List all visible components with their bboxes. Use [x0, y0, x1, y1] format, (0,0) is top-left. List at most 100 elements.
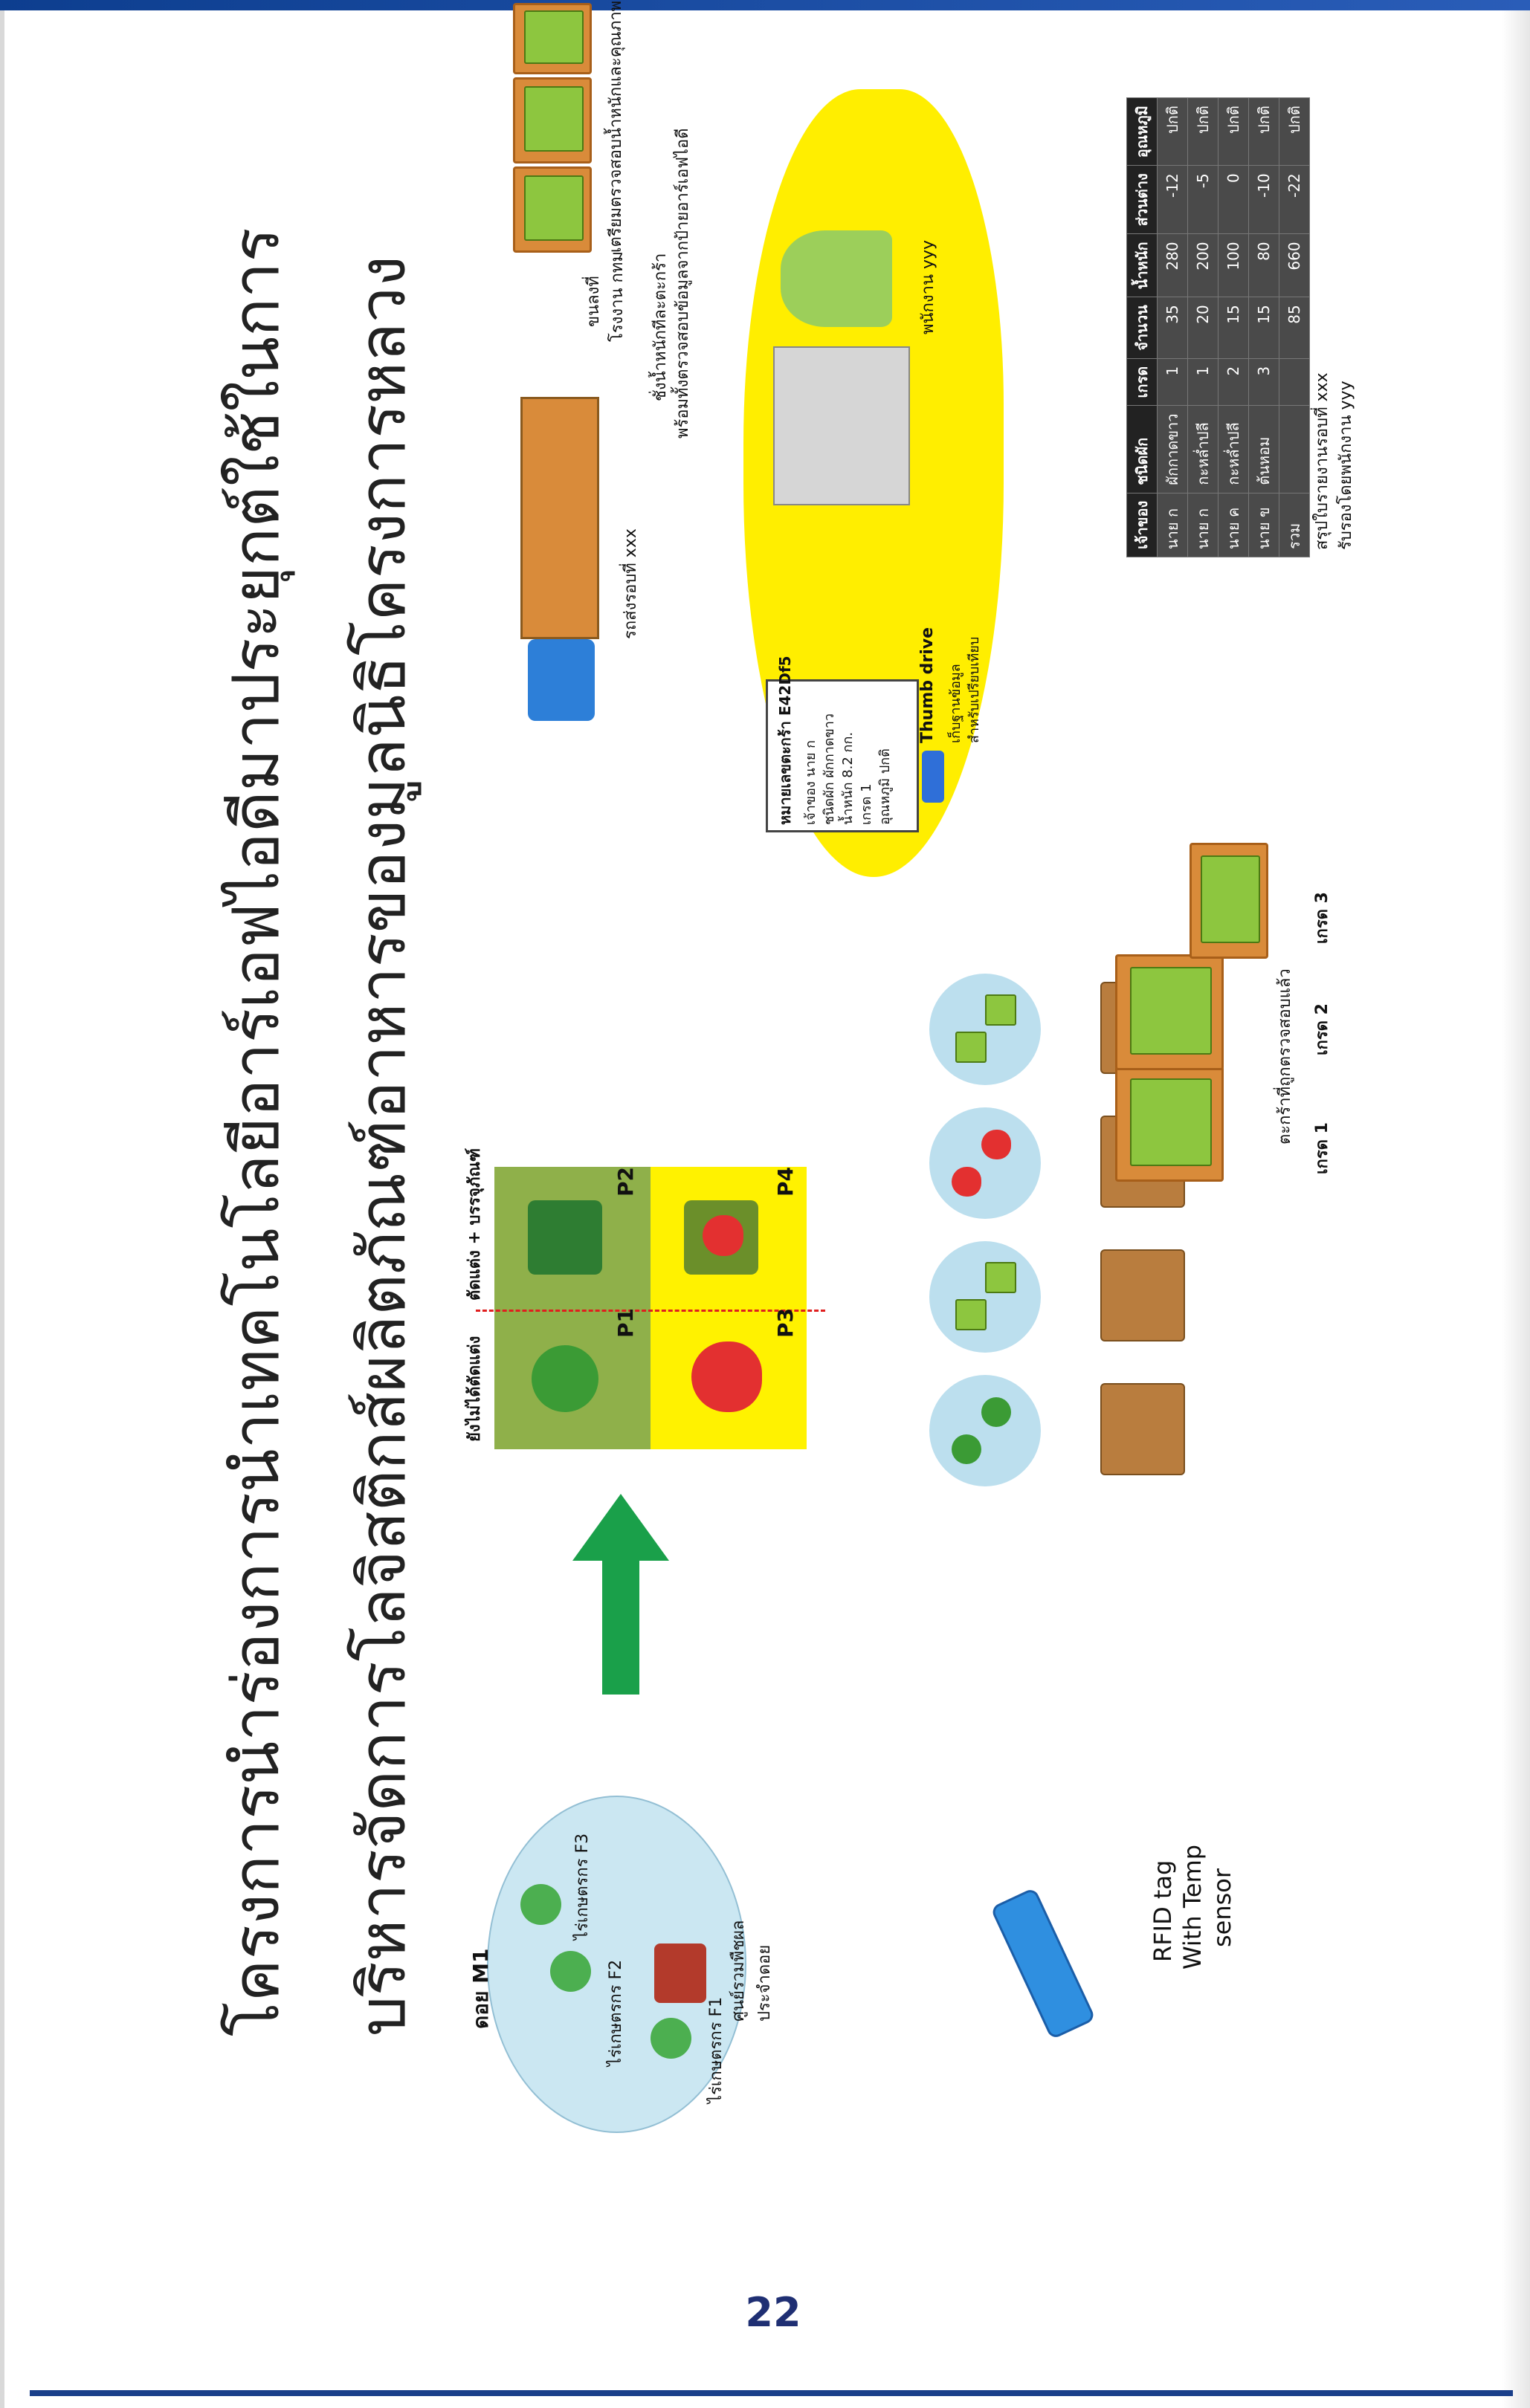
table-cell: ผักกาดขาว: [1157, 405, 1188, 493]
table-cell: ปกติ: [1279, 97, 1310, 166]
summary-table: เจ้าของ ชนิดผัก เกรด จำนวน น้ำหนัก ส่วนต…: [1126, 97, 1310, 557]
table-cell: -22: [1279, 165, 1310, 234]
rfid-label-3: sensor: [1208, 1868, 1236, 1947]
table-cell: นาย ก: [1157, 493, 1188, 557]
truck-label: รถส่งรอบที่ xxx: [622, 528, 640, 639]
table-row: นาย ก ผักกาดขาว 1 35 280 -12 ปกติ: [1157, 97, 1188, 557]
arrive-label: ขนลงที่: [584, 276, 603, 327]
table-cell: นาย ก: [1187, 493, 1218, 557]
product-circle: [929, 1107, 1041, 1219]
table-cell: กะหล่ำปลี: [1218, 405, 1249, 493]
table-cell: 20: [1187, 297, 1218, 359]
summary-line-1: สรุปใบรายงานรอบที่ xxx: [1313, 372, 1332, 550]
strawberry-icon: [952, 1167, 981, 1197]
table-cell: 80: [1248, 233, 1279, 297]
packaged-vegetable-icon: [528, 1200, 602, 1275]
table-cell: 200: [1187, 233, 1218, 297]
card-line-6: อุณหภูมิ ปกติ: [877, 748, 893, 825]
packaged-vegetable-icon: [955, 1299, 987, 1330]
table-row: นาย ก กะหล่ำปลี 1 20 200 -5 ปกติ: [1187, 97, 1218, 557]
product-circle: [929, 1241, 1041, 1353]
table-cell: ต้นหอม: [1248, 405, 1279, 493]
vegetable-icon: [532, 1345, 598, 1412]
summary-table-wrap: เจ้าของ ชนิดผัก เกรด จำนวน น้ำหนัก ส่วนต…: [1126, 97, 1310, 557]
bottom-blue-band: [30, 2390, 1513, 2396]
table-cell: 1: [1187, 358, 1218, 406]
crate-icon: [513, 77, 592, 164]
table-cell: 2: [1218, 358, 1249, 406]
table-header: เกรด: [1126, 358, 1158, 406]
table-row: นาย ค กะหล่ำปลี 2 15 100 0 ปกติ: [1218, 97, 1249, 557]
tree-icon: [651, 2018, 691, 2059]
product-circle: [929, 974, 1041, 1085]
table-cell: ปกติ: [1248, 97, 1279, 166]
table-row: นาย ข ต้นหอม 3 15 80 -10 ปกติ: [1248, 97, 1279, 557]
packaged-vegetable-icon: [985, 1262, 1016, 1293]
table-header: น้ำหนัก: [1126, 233, 1158, 297]
check-label: เตรียมตรวจสอบน้ำหนักและคุณภาพเบื้องต้น: [607, 0, 625, 253]
table-cell: 15: [1218, 297, 1249, 359]
table-header: ชนิดผัก: [1126, 405, 1158, 493]
table-cell: 15: [1248, 297, 1279, 359]
col2-header: ตัดแต่ง + บรรจุภัณฑ์: [465, 1148, 484, 1301]
strawberry-icon: [691, 1341, 762, 1412]
crate-grade2-icon: [1115, 954, 1224, 1070]
vegetable-icon: [981, 1397, 1011, 1427]
rfid-label-2: With Temp: [1178, 1844, 1207, 1970]
farm-f2-label: ไร่เกษตรกร F2: [607, 1959, 625, 2066]
crate-icon: [513, 166, 592, 253]
arrive-label-2: โรงงาน กทม: [608, 251, 627, 342]
table-cell: -12: [1157, 165, 1188, 234]
grade-3-label: เกรด 3: [1313, 892, 1332, 944]
green-arrow-shaft: [602, 1561, 639, 1695]
packaged-strawberry-icon: [955, 1032, 987, 1063]
crate-icon: [513, 3, 592, 74]
summary-line-2: รับรองโดยพนักงาน yyy: [1337, 381, 1355, 550]
tagged-box-icon: [1100, 1383, 1185, 1475]
tagged-box-icon: [1100, 1249, 1185, 1341]
p3-label: P3: [773, 1307, 798, 1338]
table-cell: -10: [1248, 165, 1279, 234]
table-row-total: รวม 85 660 -22 ปกติ: [1279, 97, 1310, 557]
worker-label: พนักงาน yyy: [919, 239, 937, 334]
title-line-1: โครงการนำร่องการนำเทคโนโลยีอาร์เอฟไอดีมา…: [219, 227, 294, 2036]
table-cell: ปกติ: [1187, 97, 1218, 166]
grade-2-label: เกรด 2: [1313, 1003, 1332, 1055]
tree-icon: [550, 1951, 591, 1992]
top-blue-band: [0, 0, 1530, 10]
checked-label: ตะกร้าที่ถูกตรวจสอบแล้ว: [1276, 968, 1294, 1145]
table-cell: 35: [1157, 297, 1188, 359]
crate-grade1-icon: [1115, 1066, 1224, 1182]
table-cell: 1: [1157, 358, 1188, 406]
worker-icon: [781, 230, 892, 327]
thumb-title: Thumb drive: [918, 627, 937, 743]
table-cell: 85: [1279, 297, 1310, 359]
table-cell: 100: [1218, 233, 1249, 297]
p4-label: P4: [773, 1166, 798, 1197]
table-header: จำนวน: [1126, 297, 1158, 359]
rfid-tag-icon: [990, 1887, 1097, 2040]
tree-icon: [520, 1884, 561, 1925]
grade-1-label: เกรด 1: [1313, 1122, 1332, 1174]
table-cell: กะหล่ำปลี: [1187, 405, 1218, 493]
vegetable-icon: [952, 1434, 981, 1464]
thumb-line-2: สำหรับเปรียบเทียบ: [966, 636, 982, 743]
thumb-drive-icon: [922, 751, 944, 803]
strawberry-icon: [703, 1215, 743, 1256]
table-cell: ปกติ: [1218, 97, 1249, 166]
table-cell: 0: [1218, 165, 1249, 234]
center-label: ศูนย์รวมพืชผล ประจำดอย: [729, 1920, 774, 2022]
product-circle: [929, 1375, 1041, 1486]
green-arrow-head: [572, 1494, 669, 1561]
table-cell: นาย ค: [1218, 493, 1249, 557]
col1-header: ยังไม่ได้ตัดแต่ง: [465, 1336, 484, 1442]
page-right-edge: [1502, 0, 1530, 2408]
truck-cargo: [520, 397, 599, 639]
rfid-label-1: RFID tag: [1149, 1860, 1177, 1962]
table-header: อุณหภูมิ: [1126, 97, 1158, 166]
p1-label: P1: [613, 1307, 638, 1338]
region-name: ดอย M1: [468, 1948, 493, 2030]
table-cell: รวม: [1279, 493, 1310, 557]
table-cell: [1279, 358, 1310, 406]
